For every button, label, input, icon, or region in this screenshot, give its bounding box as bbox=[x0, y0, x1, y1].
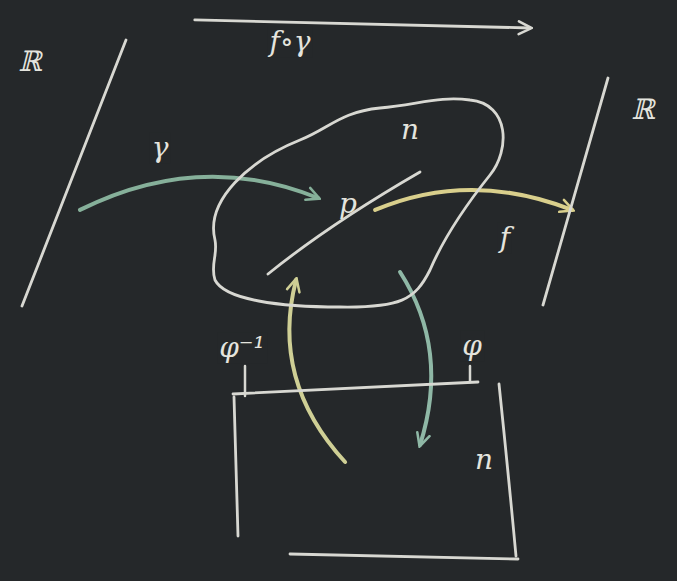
manifold-blob: np bbox=[200, 90, 515, 315]
map-arrow bbox=[195, 20, 530, 28]
real-line: ℝ bbox=[10, 35, 130, 310]
point-label: p bbox=[339, 189, 357, 220]
chalk-stroke bbox=[233, 382, 478, 394]
chalk-stroke bbox=[499, 384, 516, 556]
map-label: f bbox=[498, 223, 512, 254]
map-arrow bbox=[80, 177, 318, 210]
node-label: n bbox=[401, 115, 419, 146]
chalk-stroke bbox=[22, 40, 126, 306]
tick-line bbox=[244, 366, 247, 396]
outline bbox=[200, 90, 515, 315]
map-label: φ⁻¹ bbox=[217, 333, 267, 364]
chalk-stroke bbox=[290, 554, 518, 559]
node-label: n bbox=[475, 445, 493, 476]
map-label: φ bbox=[460, 331, 484, 362]
chalk-stroke bbox=[268, 172, 420, 274]
map-label: f∘γ bbox=[268, 27, 313, 58]
chalk-stroke bbox=[234, 397, 238, 536]
map-label: γ bbox=[150, 133, 171, 164]
map-arrow bbox=[375, 190, 572, 210]
chalk-stroke bbox=[543, 78, 608, 305]
real-line: ℝ bbox=[535, 70, 670, 310]
chalk-stroke bbox=[213, 99, 503, 307]
node-label: ℝ bbox=[631, 95, 654, 126]
tick-line bbox=[469, 366, 472, 382]
node-label: ℝ bbox=[18, 47, 41, 78]
chart-rectangle: n bbox=[228, 378, 523, 563]
